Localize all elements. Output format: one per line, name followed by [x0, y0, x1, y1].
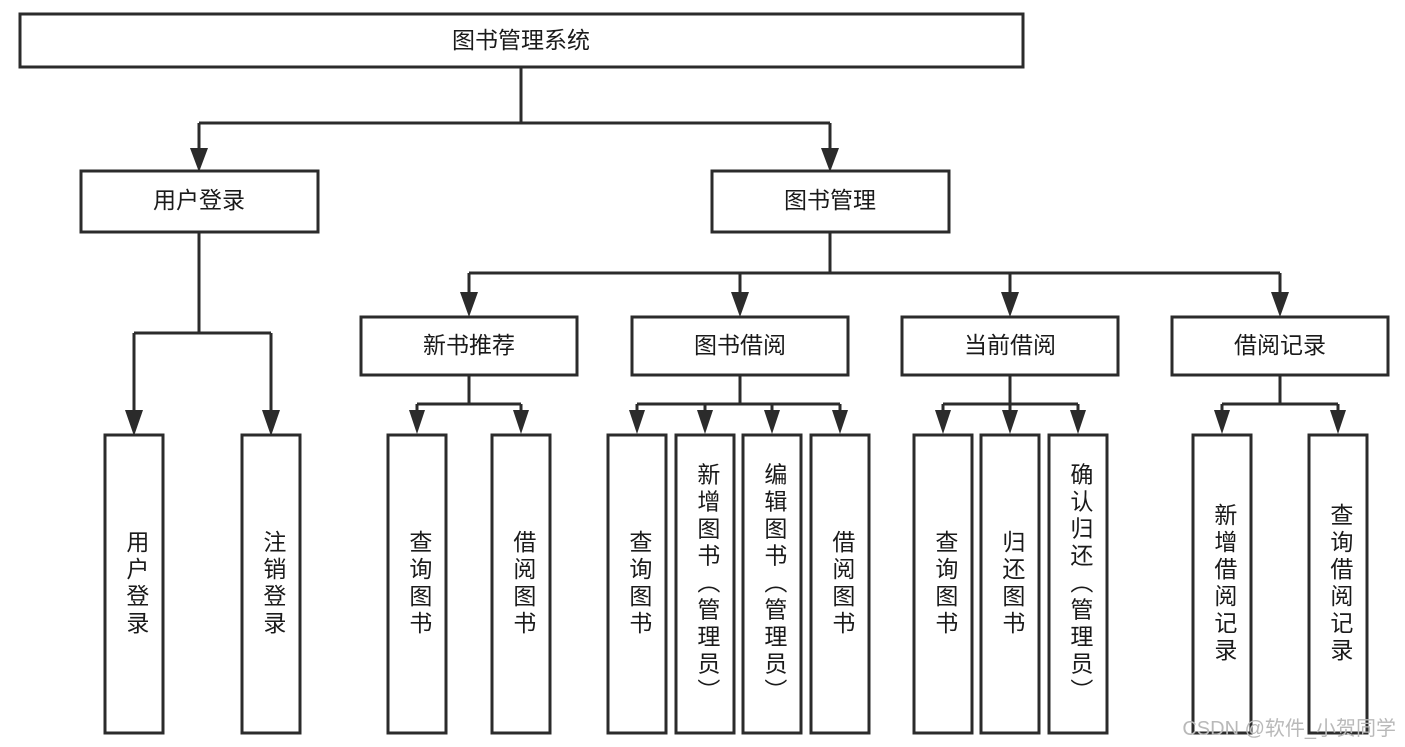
node-root-label: 图书管理系统	[452, 27, 590, 53]
arrow-head-newbook-c2	[513, 410, 529, 434]
connector-layer	[125, 67, 1346, 436]
arrow-head-bookborrow-c2	[697, 410, 713, 434]
leaf-newbook-borrow[interactable]: 借阅图书	[490, 433, 552, 735]
arrow-head-book-borrow	[731, 292, 749, 317]
leaf-bookborrow-borrow-box[interactable]	[809, 433, 871, 735]
leaf-borrowrecord-add[interactable]: 新增借阅记录	[1191, 433, 1253, 735]
arrow-head-user-login	[190, 148, 208, 172]
leaf-bookborrow-add-box[interactable]	[674, 433, 736, 735]
arrow-head-new-book	[460, 292, 478, 317]
watermark-label: CSDN @软件_小贺同学	[1182, 717, 1396, 740]
node-new-book-recommend[interactable]: 新书推荐	[359, 315, 579, 377]
leaf-bookborrow-query-box[interactable]	[606, 433, 668, 735]
arrow-head-currentborrow-c3	[1070, 410, 1086, 434]
leaf-newbook-query[interactable]: 查询图书	[386, 433, 448, 735]
arrow-head-currentborrow-c2	[1002, 410, 1018, 434]
node-book-borrow[interactable]: 图书借阅	[630, 315, 850, 377]
leaf-user-login-login[interactable]: 用户登录	[103, 433, 165, 735]
leaf-user-login-logout[interactable]: 注销登录	[240, 433, 302, 735]
leaf-bookborrow-query-label: 查询图书	[626, 530, 653, 638]
node-user-login-box[interactable]	[79, 169, 320, 234]
node-user-login-label: 用户登录	[153, 187, 245, 213]
node-book-borrow-box[interactable]	[630, 315, 850, 377]
leaf-borrowrecord-query-label: 查询借阅记录	[1327, 503, 1354, 665]
leaf-user-login-login-label: 用户登录	[123, 530, 150, 638]
leaf-currentborrow-query-box[interactable]	[912, 433, 974, 735]
leaf-bookborrow-edit[interactable]: 编辑图书（管理员）	[741, 433, 803, 735]
node-book-manage-box[interactable]	[710, 169, 951, 234]
leaf-user-login-logout-label: 注销登录	[260, 530, 287, 638]
node-root-box[interactable]	[18, 12, 1025, 69]
node-user-login[interactable]: 用户登录	[79, 169, 320, 234]
leaf-bookborrow-edit-box[interactable]	[741, 433, 803, 735]
arrow-head-borrowrecord-c2	[1330, 410, 1346, 434]
arrow-head-bookborrow-c3	[764, 410, 780, 434]
arrow-head-user-login-c1	[125, 410, 143, 436]
node-current-borrow-box[interactable]	[900, 315, 1120, 377]
leaf-borrowrecord-add-label: 新增借阅记录	[1211, 503, 1238, 665]
node-current-borrow-label: 当前借阅	[964, 332, 1056, 358]
leaf-borrowrecord-query-box[interactable]	[1307, 433, 1369, 735]
arrow-head-newbook-c1	[409, 410, 425, 434]
leaf-user-login-logout-box[interactable]	[240, 433, 302, 735]
arrow-head-borrow-record	[1271, 292, 1289, 317]
leaf-currentborrow-return-label: 归还图书	[999, 530, 1026, 638]
arrow-head-borrowrecord-c1	[1214, 410, 1230, 434]
leaf-bookborrow-add-label: 新增图书（管理员）	[694, 463, 721, 706]
node-borrow-record[interactable]: 借阅记录	[1170, 315, 1390, 377]
arrow-head-book-manage	[821, 148, 839, 172]
arrow-head-bookborrow-c4	[832, 410, 848, 434]
leaf-currentborrow-confirm[interactable]: 确认归还（管理员）	[1047, 433, 1109, 735]
leaf-newbook-borrow-label: 借阅图书	[510, 530, 537, 638]
node-new-book-recommend-box[interactable]	[359, 315, 579, 377]
node-borrow-record-label: 借阅记录	[1234, 332, 1326, 358]
leaf-currentborrow-return[interactable]: 归还图书	[979, 433, 1041, 735]
leaf-currentborrow-query-label: 查询图书	[932, 530, 959, 638]
leaf-bookborrow-edit-label: 编辑图书（管理员）	[761, 463, 788, 706]
node-root[interactable]: 图书管理系统	[18, 12, 1025, 69]
node-book-manage[interactable]: 图书管理	[710, 169, 951, 234]
arrow-head-current-borrow	[1001, 292, 1019, 317]
arrow-head-currentborrow-c1	[935, 410, 951, 434]
node-new-book-recommend-label: 新书推荐	[423, 332, 515, 358]
arrow-head-bookborrow-c1	[629, 410, 645, 434]
leaf-borrowrecord-query[interactable]: 查询借阅记录	[1307, 433, 1369, 735]
leaf-currentborrow-confirm-label: 确认归还（管理员）	[1067, 463, 1094, 706]
node-book-borrow-label: 图书借阅	[694, 332, 786, 358]
leaf-currentborrow-query[interactable]: 查询图书	[912, 433, 974, 735]
leaf-borrowrecord-add-box[interactable]	[1191, 433, 1253, 735]
arrow-head-user-login-c2	[262, 410, 280, 436]
leaf-newbook-borrow-box[interactable]	[490, 433, 552, 735]
leaf-newbook-query-box[interactable]	[386, 433, 448, 735]
leaf-bookborrow-borrow[interactable]: 借阅图书	[809, 433, 871, 735]
leaf-bookborrow-borrow-label: 借阅图书	[829, 530, 856, 638]
leaf-user-login-login-box[interactable]	[103, 433, 165, 735]
node-book-manage-label: 图书管理	[784, 187, 876, 213]
leaf-bookborrow-query[interactable]: 查询图书	[606, 433, 668, 735]
node-borrow-record-box[interactable]	[1170, 315, 1390, 377]
node-current-borrow[interactable]: 当前借阅	[900, 315, 1120, 377]
leaf-bookborrow-add[interactable]: 新增图书（管理员）	[674, 433, 736, 735]
leaf-newbook-query-label: 查询图书	[406, 530, 433, 638]
leaf-currentborrow-return-box[interactable]	[979, 433, 1041, 735]
leaf-currentborrow-confirm-box[interactable]	[1047, 433, 1109, 735]
